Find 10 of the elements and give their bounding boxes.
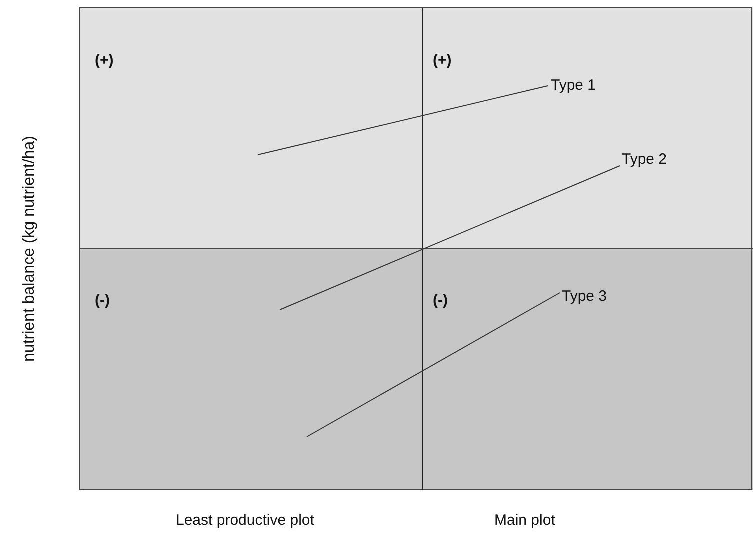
quadrant-sign: (+)	[95, 52, 114, 69]
axis-label: Main plot	[494, 512, 556, 528]
axis-label: Least productive plot	[176, 512, 314, 528]
quadrant-sign: (-)	[95, 292, 110, 309]
quadrant-sign: (-)	[433, 292, 448, 309]
line-label: Type 3	[562, 288, 608, 305]
axis-title: nutrient balance (kg nutrient/ha)	[20, 136, 39, 362]
line-label: Type 2	[622, 151, 668, 168]
quadrant-sign: (+)	[433, 52, 452, 69]
line-label: Type 1	[551, 77, 596, 94]
